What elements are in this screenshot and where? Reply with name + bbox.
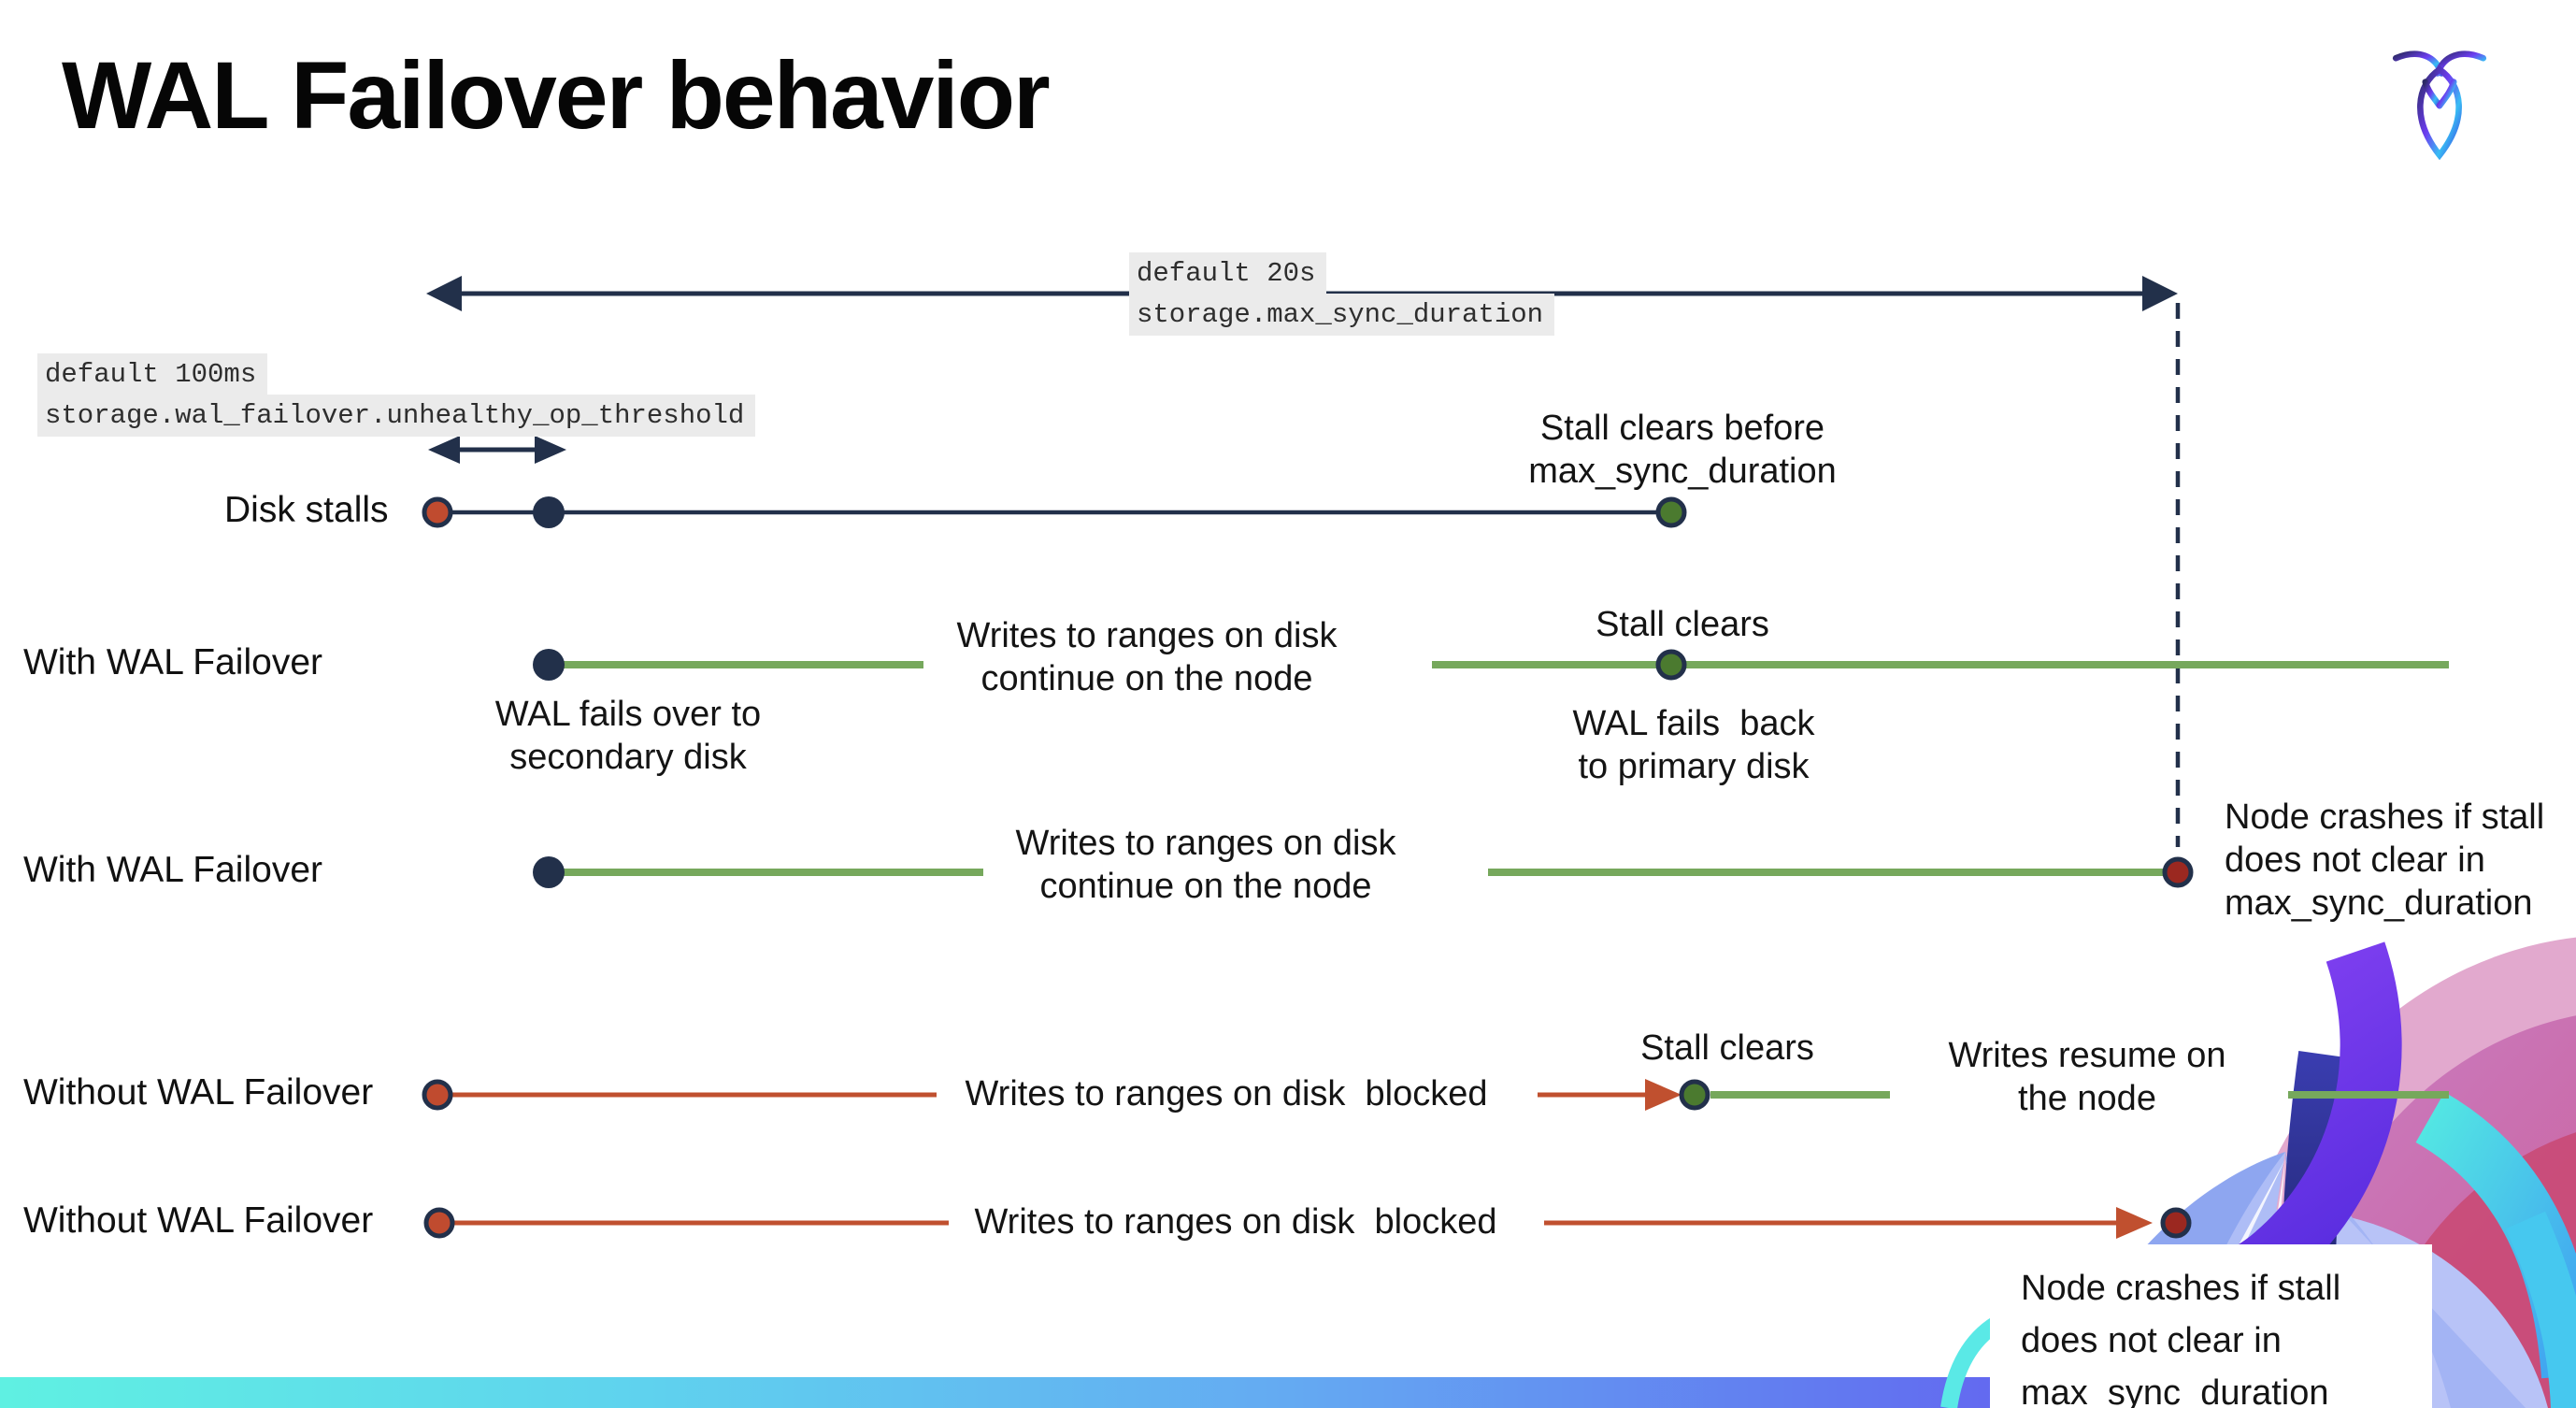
max-sync-setting-label: storage.max_sync_duration [1129, 294, 1555, 337]
note-wal-fails-back: WAL fails back to primary disk [1572, 704, 1815, 786]
node-crash-dot [2162, 856, 2194, 888]
blocked-arrowhead [1645, 1079, 1682, 1111]
stall-clears-dot [1679, 1079, 1710, 1111]
note-node-crashes-1: Node crashes if stall does not clear in … [2225, 797, 2545, 923]
stall-start-dot [422, 496, 453, 528]
note-writes-resume: Writes resume on the node [1948, 1036, 2226, 1118]
failover-dot [533, 649, 565, 681]
note-writes-blocked-2: Writes to ranges on disk blocked [974, 1202, 1497, 1242]
arrowhead-right [2142, 276, 2178, 311]
page-title: WAL Failover behavior [62, 42, 1051, 149]
node-crash-callout-box [1990, 1244, 2432, 1408]
threshold-dot [533, 496, 565, 528]
arrowhead-left [426, 276, 462, 311]
node-crash-dot [2160, 1207, 2192, 1239]
note-stall-clears-before: Stall clears before max_sync_duration [1528, 409, 1837, 491]
max-sync-default-label: default 20s [1129, 252, 1327, 295]
note-stall-clears-1: Stall clears [1596, 605, 1769, 644]
stall-clears-dot [1655, 649, 1687, 681]
row-disk-stalls [422, 496, 1687, 528]
stall-start-dot [422, 1079, 453, 1111]
note-writes-continue-2: Writes to ranges on disk continue on the… [1015, 824, 1396, 906]
blocked-arrowhead [2116, 1207, 2153, 1239]
unhealthy-op-setting-label: storage.wal_failover.unhealthy_op_thresh… [37, 395, 756, 438]
failover-dot [533, 856, 565, 888]
note-wal-fails-over: WAL fails over to secondary disk [494, 695, 762, 777]
row-without-wal-failover-2 [423, 1207, 2192, 1239]
unhealthy-op-default-label: default 100ms [37, 353, 268, 396]
row-label-with-wal-failover-1: With WAL Failover [23, 642, 322, 683]
unhealthy-op-threshold-arrow [428, 436, 566, 464]
row-label-without-wal-failover-1: Without WAL Failover [23, 1072, 374, 1113]
row-with-wal-failover-2 [533, 856, 2194, 888]
row-label-without-wal-failover-2: Without WAL Failover [23, 1200, 374, 1242]
stall-clears-dot [1655, 496, 1687, 528]
note-stall-clears-2: Stall clears [1640, 1028, 1814, 1068]
row-with-wal-failover-1 [533, 649, 2449, 681]
note-node-crashes-2: Node crashes if stall does not clear in … [2021, 1269, 2341, 1408]
stall-start-dot [423, 1207, 455, 1239]
note-writes-continue-1: Writes to ranges on disk continue on the… [956, 616, 1338, 698]
cockroachdb-logo-icon [2392, 50, 2487, 161]
row-label-disk-stalls: Disk stalls [224, 490, 389, 531]
note-writes-blocked-1: Writes to ranges on disk blocked [965, 1074, 1488, 1113]
row-label-with-wal-failover-2: With WAL Failover [23, 850, 322, 891]
row-without-wal-failover-1 [422, 1079, 2449, 1111]
